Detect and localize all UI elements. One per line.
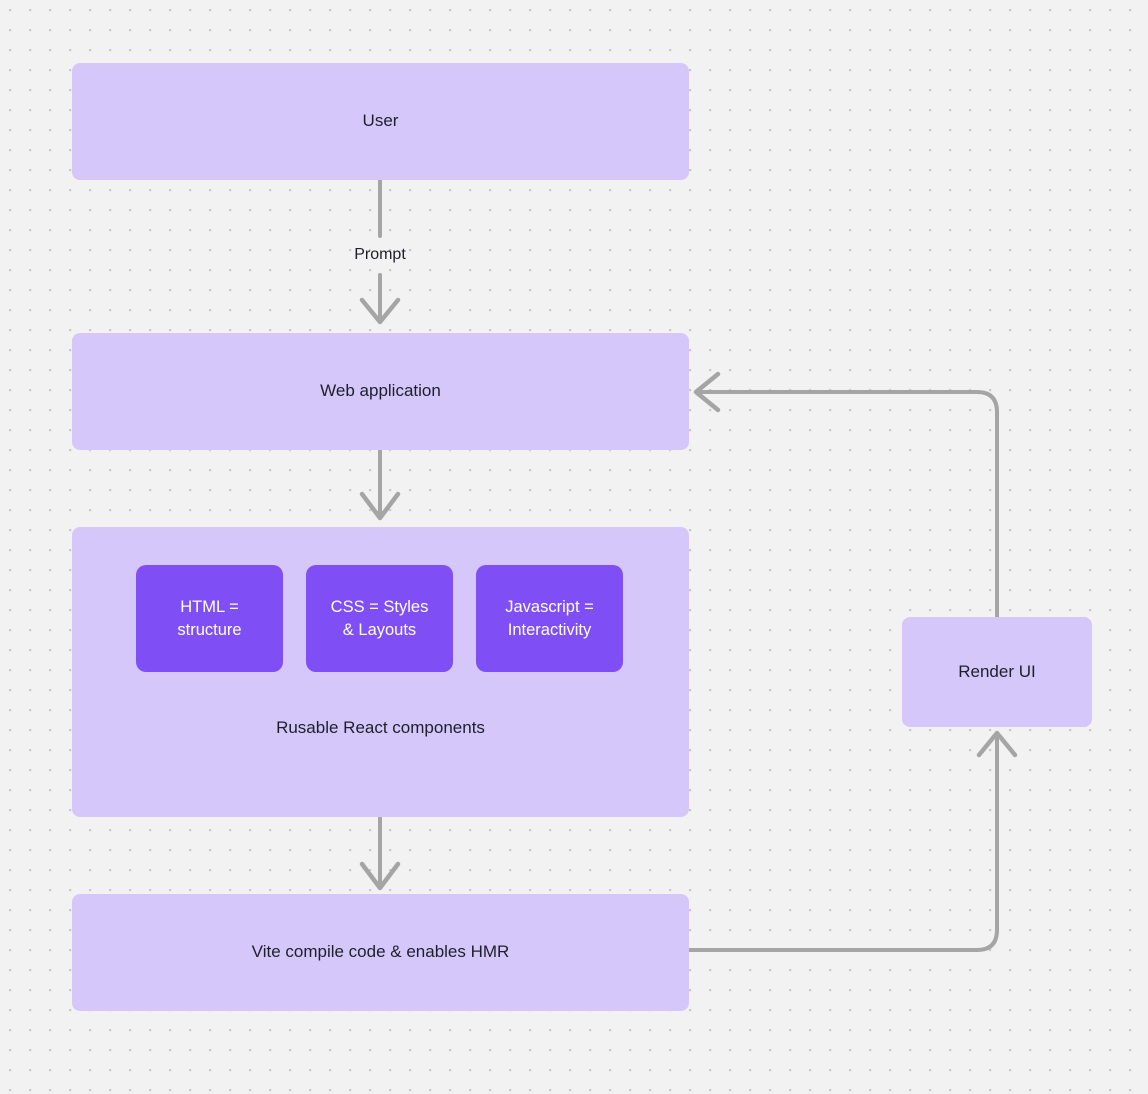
node-vite-label: Vite compile code & enables HMR: [251, 942, 510, 962]
node-css[interactable]: CSS = Styles & Layouts: [306, 565, 453, 672]
node-components-group[interactable]: HTML = structure CSS = Styles & Layouts …: [72, 527, 689, 817]
edge-vite-to-render-ui: [688, 730, 1018, 952]
edge-render-ui-to-web-application: [693, 371, 999, 619]
node-vite[interactable]: Vite compile code & enables HMR: [72, 894, 689, 1011]
node-user-label: User: [362, 111, 399, 131]
edge-web-application-to-components: [359, 448, 401, 521]
node-user[interactable]: User: [72, 63, 689, 180]
node-javascript[interactable]: Javascript = Interactivity: [476, 565, 623, 672]
node-render-ui[interactable]: Render UI: [902, 617, 1092, 727]
node-css-label: CSS = Styles & Layouts: [330, 598, 429, 639]
node-javascript-label: Javascript = Interactivity: [505, 598, 594, 639]
node-web-application[interactable]: Web application: [72, 333, 689, 450]
edge-label-prompt: Prompt: [354, 246, 406, 263]
node-components-caption: Rusable React components: [276, 718, 485, 737]
node-html[interactable]: HTML = structure: [136, 565, 283, 672]
node-render-ui-label: Render UI: [958, 661, 1036, 681]
node-web-application-label: Web application: [320, 381, 441, 401]
node-html-label: HTML = structure: [177, 598, 242, 639]
edge-components-to-vite: [359, 816, 401, 891]
